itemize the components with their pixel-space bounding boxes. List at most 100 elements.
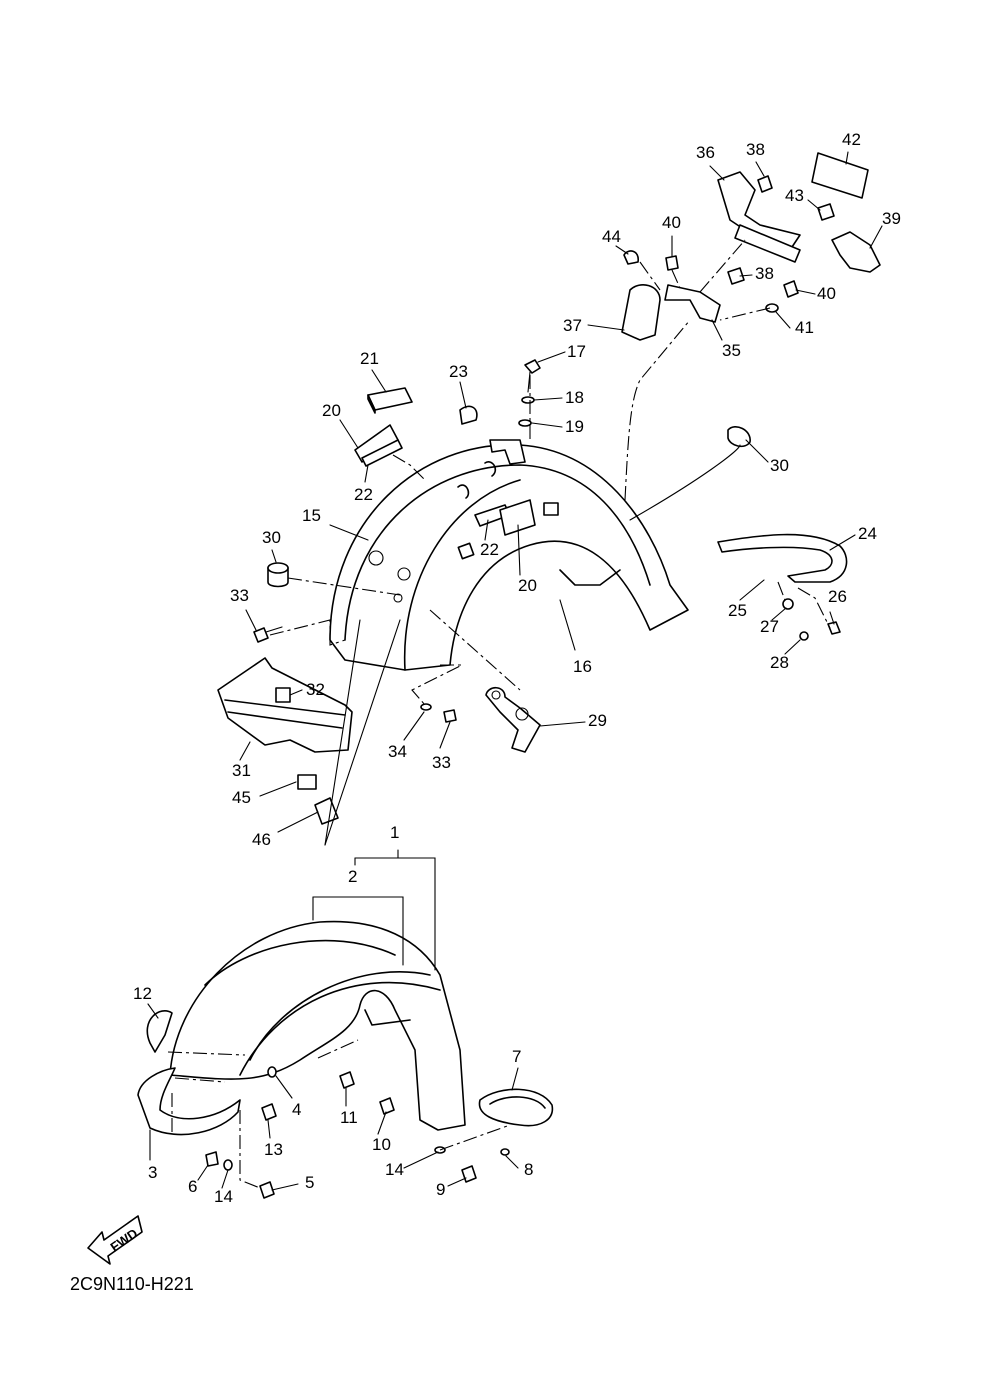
callout-leader-10 (377, 1111, 387, 1135)
callout-12: 12 (133, 984, 152, 1003)
callout-32: 32 (306, 680, 325, 699)
callout-leader-37 (587, 324, 625, 331)
callout-leader-28 (784, 639, 801, 655)
callout-leader-20 (339, 419, 359, 449)
callout-33: 33 (230, 586, 249, 605)
callout-leader-46 (277, 811, 319, 833)
callout-leader-7 (511, 1067, 519, 1091)
callout-leader-24 (829, 534, 856, 551)
callout-leader-41 (775, 311, 791, 329)
callout-leader-16 (559, 599, 576, 651)
callout-34: 34 (388, 742, 407, 761)
callout-leader-22 (364, 464, 369, 483)
callout-41: 41 (795, 318, 814, 337)
callout-40: 40 (817, 284, 836, 303)
callout-leader-4 (275, 1075, 293, 1099)
diagram-code: 2C9N110-H221 (70, 1274, 194, 1294)
callout-14: 14 (214, 1187, 233, 1206)
callout-leader-17 (537, 351, 566, 363)
callout-27: 27 (760, 617, 779, 636)
callout-labels: 1234567891011121314141516171819202021222… (133, 130, 901, 1206)
callout-2: 2 (348, 867, 357, 886)
callout-leader-23 (459, 381, 467, 409)
callout-25: 25 (728, 601, 747, 620)
callout-leader-33 (439, 721, 451, 749)
callout-leader-9 (447, 1177, 467, 1187)
callout-leader-25 (739, 579, 765, 601)
callout-4: 4 (292, 1100, 301, 1119)
callout-leader-19 (531, 422, 563, 428)
callout-22: 22 (480, 540, 499, 559)
bolts-33-34 (253, 626, 457, 723)
grab-bar-24 (717, 533, 848, 641)
callout-39: 39 (882, 209, 901, 228)
callout-8: 8 (524, 1160, 533, 1179)
callout-26: 26 (828, 587, 847, 606)
callout-leader-20 (517, 524, 521, 576)
callout-42: 42 (842, 130, 861, 149)
callout-11: 11 (340, 1108, 358, 1127)
callout-10: 10 (372, 1135, 391, 1154)
leader-lines-upper (269, 239, 831, 846)
callout-13: 13 (264, 1140, 283, 1159)
rear-fender-15 (329, 444, 689, 671)
callout-6: 6 (188, 1177, 197, 1196)
callout-leader-30 (745, 439, 769, 463)
callout-22: 22 (354, 485, 373, 504)
callout-leader-27 (771, 607, 787, 621)
callout-35: 35 (722, 341, 741, 360)
bracket-29 (485, 686, 541, 753)
callout-28: 28 (770, 653, 789, 672)
callout-leader-44 (615, 245, 629, 255)
callout-43: 43 (785, 186, 804, 205)
callout-40: 40 (662, 213, 681, 232)
callout-16: 16 (573, 657, 592, 676)
callout-leader-6 (197, 1164, 209, 1181)
callout-leader-38 (755, 161, 765, 177)
front-fender-assembly (137, 920, 554, 1199)
callout-21: 21 (360, 349, 379, 368)
callout-leader-29 (539, 721, 586, 727)
callout-7: 7 (512, 1047, 521, 1066)
callout-3: 3 (148, 1163, 157, 1182)
callout-24: 24 (858, 524, 877, 543)
callout-leader-26 (829, 611, 835, 625)
reflector-pads-20-22 (354, 424, 536, 536)
callout-20: 20 (322, 401, 341, 420)
callout-29: 29 (588, 711, 607, 730)
callout-20: 20 (518, 576, 537, 595)
callout-leader-30 (271, 549, 277, 563)
callout-46: 46 (252, 830, 271, 849)
callout-leader-14 (221, 1169, 229, 1189)
callout-leader-33 (245, 609, 257, 631)
callout-17: 17 (567, 342, 586, 361)
rear-panel-31 (217, 657, 353, 825)
leader-lines-lower (167, 849, 511, 1189)
callout-9: 9 (436, 1180, 445, 1199)
grommet-30 (267, 426, 751, 588)
callout-leader-40 (795, 289, 816, 295)
callout-14: 14 (385, 1160, 404, 1179)
callout-30: 30 (262, 528, 281, 547)
callout-leader-36 (709, 165, 725, 181)
callout-45: 45 (232, 788, 251, 807)
callout-leader-42 (845, 151, 849, 165)
callout-leader-31 (239, 741, 251, 761)
callout-38: 38 (746, 140, 765, 159)
callout-leader-38 (739, 274, 753, 277)
callout-leader-15 (329, 524, 369, 541)
callout-leader-45 (259, 781, 297, 797)
callout-18: 18 (565, 388, 584, 407)
part-21-pad (367, 387, 413, 411)
callout-38: 38 (755, 264, 774, 283)
license-bracket-assembly (621, 152, 881, 341)
callout-leader-18 (533, 397, 563, 401)
callout-33: 33 (432, 753, 451, 772)
callout-leader-34 (403, 711, 425, 741)
callout-leader-8 (505, 1155, 519, 1169)
callout-30: 30 (770, 456, 789, 475)
callout-19: 19 (565, 417, 584, 436)
callout-44: 44 (602, 227, 621, 246)
callout-36: 36 (696, 143, 715, 162)
